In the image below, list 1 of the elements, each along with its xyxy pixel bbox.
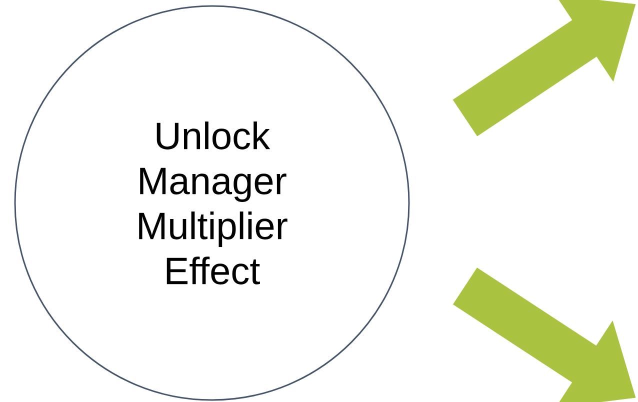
circle-node: Unlock Manager Multiplier Effect: [14, 5, 410, 401]
